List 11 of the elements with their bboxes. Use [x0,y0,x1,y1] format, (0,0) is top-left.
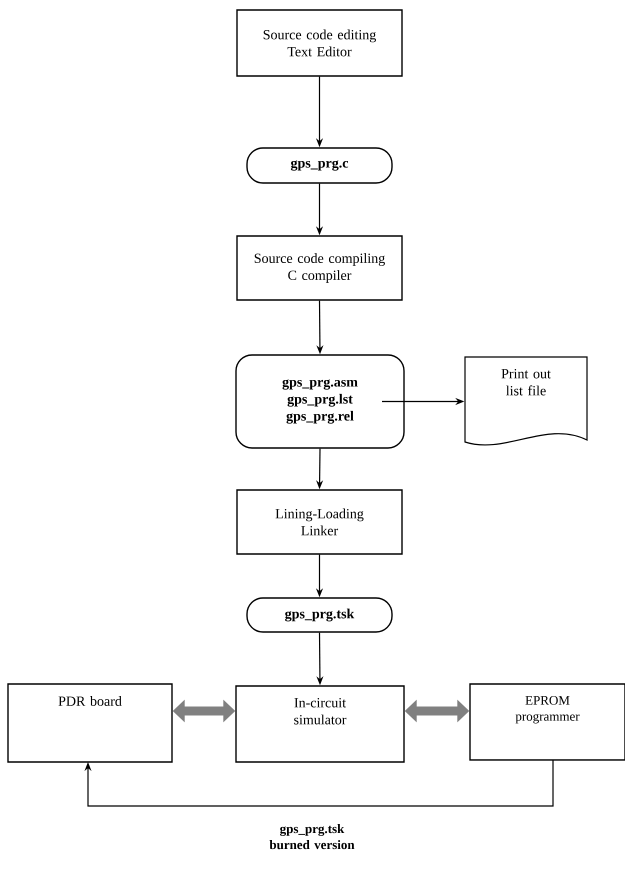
file-terminal: gps_prg.asm gps_prg.lst gps_prg.rel [235,354,405,449]
edge-label: gps_prg.tsk burned version [270,824,354,850]
process-box: PDR board [7,683,173,763]
process-box: EPROM programmer [469,683,625,761]
file-terminal: gps_prg.tsk [246,597,393,633]
process-box: Source code editing Text Editor [236,9,403,77]
arrow [84,760,554,807]
process-box: In-circuit simulator [235,685,405,763]
process-box: Source code compiling C compiler [236,235,403,301]
file-terminal: gps_prg.c [246,147,393,184]
process-box: Lining-Loading Linker [236,489,403,555]
